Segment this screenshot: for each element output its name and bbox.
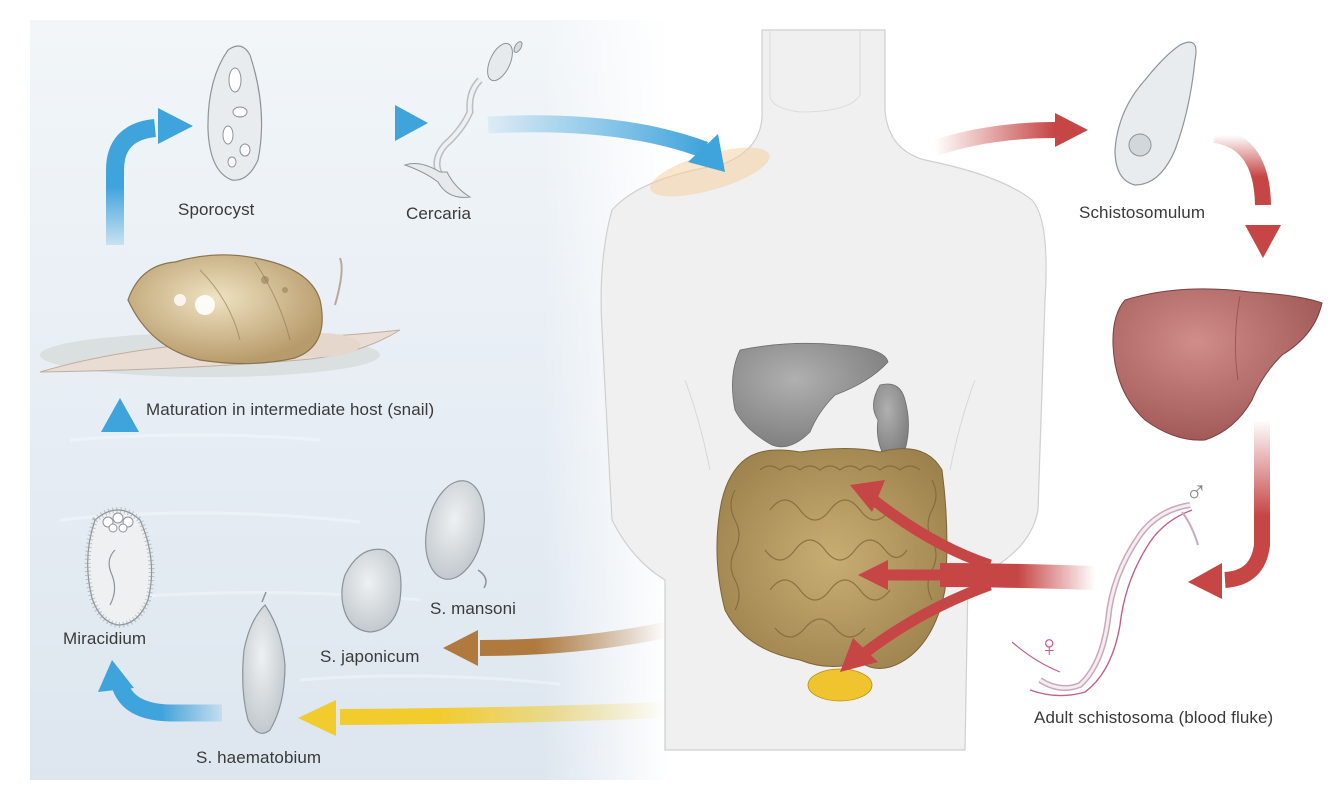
- miracidium-illustration: [84, 507, 155, 629]
- bladder: [807, 668, 873, 702]
- schistosomulum-illustration: [1114, 41, 1197, 186]
- female-symbol: ♀: [1038, 630, 1061, 663]
- egg-mansoni: [425, 480, 487, 589]
- red-arrows: [932, 113, 1281, 599]
- cercaria-illustration: [403, 41, 523, 198]
- label-miracidium: Miracidium: [63, 629, 147, 648]
- arrows-to-intestine: [840, 480, 992, 672]
- label-cercaria: Cercaria: [406, 204, 472, 223]
- snail-illustration: [39, 254, 401, 377]
- blue-arrows: [98, 105, 725, 722]
- label-s-mansoni: S. mansoni: [430, 599, 517, 618]
- sporocyst-illustration: [207, 45, 263, 181]
- mansoni-arrow: [479, 622, 667, 656]
- label-adult-schistosoma: Adult schistosoma (blood fluke): [1034, 708, 1274, 727]
- skin-penetration-site: [650, 147, 770, 197]
- egg-japonicum: [341, 548, 402, 633]
- label-maturation: Maturation in intermediate host (snail): [146, 400, 435, 419]
- intestines: [716, 448, 948, 669]
- label-s-haematobium: S. haematobium: [196, 748, 322, 767]
- body-liver: [732, 342, 889, 448]
- egg-haematobium: [242, 591, 286, 734]
- label-sporocyst: Sporocyst: [178, 200, 255, 219]
- liver-illustration: [1112, 288, 1323, 441]
- haematobium-arrow: [339, 702, 666, 725]
- label-schistosomulum: Schistosomulum: [1079, 203, 1206, 222]
- adult-worm-illustration: [1011, 502, 1199, 697]
- label-s-japonicum: S. japonicum: [320, 647, 420, 666]
- male-symbol: ♂: [1185, 476, 1208, 509]
